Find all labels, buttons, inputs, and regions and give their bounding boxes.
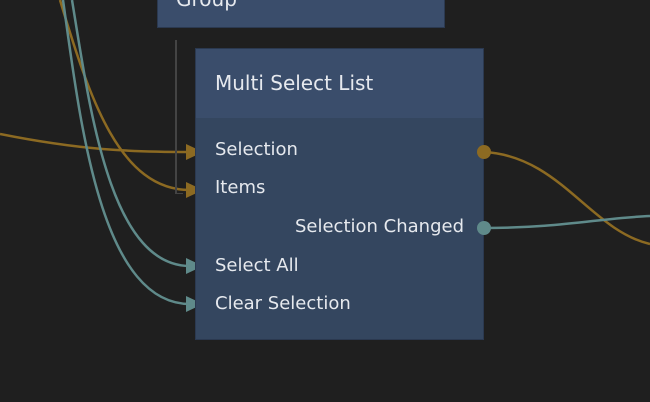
output-dot-selection-icon[interactable] — [477, 145, 491, 159]
hierarchy-bracket — [175, 40, 183, 194]
input-arrow-clear-selection-icon[interactable] — [186, 296, 203, 312]
input-arrow-items-icon[interactable] — [186, 182, 203, 198]
group-node[interactable]: Group — [157, 0, 445, 28]
input-port-items[interactable]: Items — [215, 177, 266, 198]
output-dot-selection-changed-icon[interactable] — [477, 221, 491, 235]
wire-clear-selection-in[interactable] — [61, 0, 191, 306]
input-port-selection[interactable]: Selection — [215, 139, 298, 160]
group-node-title: Group — [176, 0, 237, 9]
output-port-selection-changed[interactable]: Selection Changed — [294, 216, 464, 237]
input-port-select-all[interactable]: Select All — [215, 255, 299, 276]
wire-items-in[interactable] — [58, 0, 191, 192]
input-arrow-select-all-icon[interactable] — [186, 258, 203, 274]
wire-selection-in[interactable] — [0, 132, 191, 154]
node-title: Multi Select List — [215, 71, 374, 95]
multi-select-list-node[interactable]: Multi Select List Selection Items Select… — [195, 48, 484, 340]
input-port-clear-selection[interactable]: Clear Selection — [215, 293, 351, 314]
wire-select-all-in[interactable] — [70, 0, 191, 268]
input-arrow-selection-icon[interactable] — [186, 144, 203, 160]
node-header[interactable]: Multi Select List — [196, 49, 483, 118]
wire-selection-out[interactable] — [483, 150, 650, 246]
wire-selection-changed-out[interactable] — [483, 214, 650, 230]
